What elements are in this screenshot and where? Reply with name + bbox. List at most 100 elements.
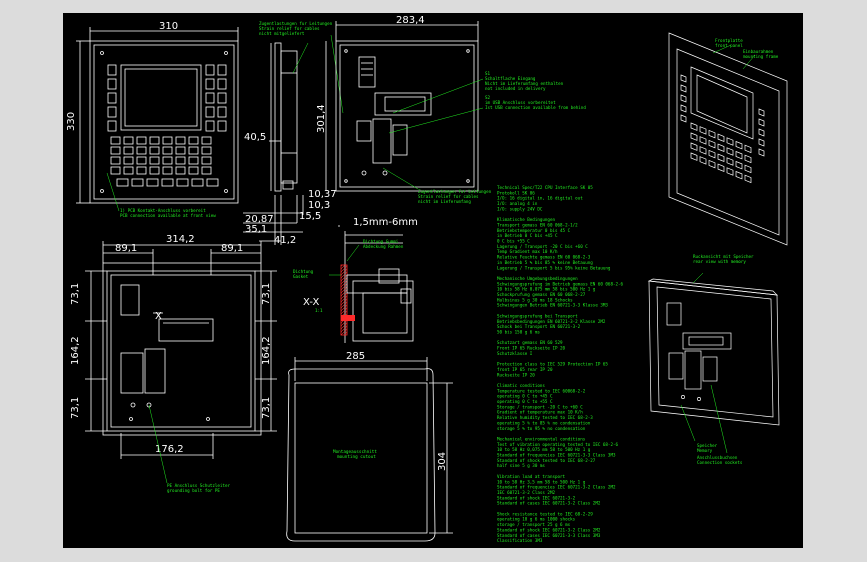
side-note: Zugentlastungen fur Leitungen Strain rel… [259, 21, 344, 114]
function-key [191, 178, 204, 187]
front-note-line-1: 1) PCB Kontakt-Anschluss vorbereit [120, 208, 206, 213]
side-view [243, 42, 304, 245]
keypad-key [188, 146, 199, 155]
spec-line: Protection class to IEC 529 Protection I… [497, 362, 608, 367]
iso-key [717, 143, 725, 153]
iso-top-line-1: Frontplatte [715, 38, 743, 43]
iso-key [699, 136, 707, 145]
iso-side-key [680, 84, 687, 93]
back-note-line-3: Nicht im Lieferumfang enthalten [485, 81, 564, 86]
dim-panel-height: 301,4 [316, 104, 327, 133]
function-key [206, 178, 219, 187]
back-note-bottom: Zugentlastungen fur Leitungen Strain rel… [382, 167, 492, 204]
spec-line: Ruckseite IP 20 [497, 372, 535, 377]
keypad-key [201, 156, 212, 165]
front-note: 1) PCB Kontakt-Anschluss vorbereit PCB c… [106, 172, 216, 218]
section-view [338, 225, 414, 343]
spec-line: I/O: 16 digital in, 16 digital out [497, 196, 583, 201]
iso-key [717, 133, 725, 143]
front-keypad [110, 136, 219, 187]
keypad-key [201, 166, 212, 175]
keypad-key [201, 146, 212, 155]
spec-line: operating 5 % to 85 % no condensation [497, 420, 591, 425]
side-note-line-2: Strain relief for cables [259, 26, 320, 31]
dim-cut-r-1642: 164,2 [261, 336, 272, 365]
keypad-key [162, 166, 173, 175]
iso-key [735, 150, 743, 160]
keypad-key [110, 146, 121, 155]
keypad-key [175, 166, 186, 175]
spec-line: Gradient of temperature max 10 K/h [497, 410, 583, 415]
iso-key [690, 132, 698, 141]
dim-cut-right: 89,1 [221, 243, 243, 254]
spec-line: Standard of frequencies IEC 60721-3-2 Cl… [497, 485, 616, 490]
spec-line: operating 0 C to +45 C [497, 394, 553, 399]
function-key [116, 178, 129, 187]
iso-key [735, 140, 743, 150]
spec-line: Storage / transport -20 C to +60 C [497, 404, 583, 409]
iso-key [708, 129, 716, 139]
spec-line: Vibration load at transport [497, 474, 566, 479]
back-note-bottom-line-1: Zugentlastungen fur Leitungen [418, 189, 492, 194]
cut-note: PE Anschluss Schutzleiter grounding bolt… [148, 404, 231, 493]
back-view [325, 21, 479, 192]
dim-front-width: 310 [159, 21, 178, 32]
spec-line: Mechanical environmental conditions [497, 436, 586, 441]
spec-line: 10 bis 58 Hz 0,075 mm 58 bis 500 Hz 1 g [497, 287, 596, 292]
iso-back-bot-line-4: Connection sockets [697, 460, 743, 465]
back-note-bottom-line-3: nicht im Lieferumfang [418, 199, 471, 204]
spec-line: Schockprufung gemass EN 60 068-2-27 [497, 292, 586, 297]
spec-line: front IP 65 rear IP 20 [497, 367, 553, 372]
iso-side-key [758, 138, 765, 147]
dim-thickness: 1,5mm-6mm [353, 217, 418, 228]
iso-top-line-4: mounting frame [743, 54, 779, 59]
function-key [146, 178, 159, 187]
back-note-bottom-line-2: Strain relief for cables [418, 194, 479, 199]
keypad-key [136, 166, 147, 175]
iso-key [717, 163, 725, 173]
dim-412: 41,2 [274, 235, 296, 246]
spec-line: Transport gemass EN 60 068-2-1/2 [497, 222, 578, 227]
spec-line: Relative humidity tested to IEC 68-2-3 [497, 415, 593, 420]
section-note-line-2: Abdeckung Rahmen [363, 244, 404, 249]
spec-line: in Betrieb 0 C bis +45 C [497, 233, 558, 238]
back-note-line-7: Ist USB connection available from behind [485, 105, 586, 110]
keypad-key [188, 156, 199, 165]
keypad-key [123, 166, 134, 175]
iso-back-top-line-2: rear view with memory [693, 259, 746, 264]
keypad-key [123, 146, 134, 155]
section-left-line-1: Dichtung [293, 269, 314, 274]
iso-key [690, 152, 698, 161]
dim-side-depth: 40,5 [244, 132, 266, 143]
front-note-line-2: PCB connection available at front view [120, 213, 216, 218]
iso-back-bot-line-3: Anschlussbuchsen [697, 455, 738, 460]
keypad-key [149, 146, 160, 155]
keypad-key [175, 136, 186, 145]
iso-back-notes: Ruckansicht mit Speicher rear view with … [680, 254, 754, 465]
cad-drawing: 310 330 1) PCB Kontakt-Anschluss vorbere… [66, 15, 788, 543]
keypad-key [149, 156, 160, 165]
front-left-keys [107, 64, 117, 132]
iso-key [699, 146, 707, 155]
spec-line: Schwingungsprufung im Betrieb gemass EN … [497, 281, 624, 286]
function-key [176, 178, 189, 187]
spec-line: operating 10 g 6 ms 1000 shocks [497, 517, 576, 522]
iso-key [717, 153, 725, 163]
iso-side-key [758, 128, 765, 137]
iso-top-line-2: front panel [715, 43, 743, 48]
iso-key [744, 174, 752, 184]
keypad-key [162, 136, 173, 145]
spec-line: Standard of shock IEC 60721-3-2 [497, 495, 576, 500]
dim-cut-731-top: 73,1 [70, 283, 81, 305]
iso-key [744, 154, 752, 164]
iso-side-key [680, 114, 687, 123]
dim-2087: 20,87 [245, 214, 274, 225]
cutout-label-line-1: Montageausschnitt [333, 449, 377, 455]
iso-key [690, 122, 698, 131]
spec-line: Technical Spec/T22 CPU Interface SK 05 [497, 185, 593, 190]
iso-side-key [758, 108, 765, 117]
iso-side-key [680, 94, 687, 103]
keypad-key [175, 146, 186, 155]
back-note-top: S1 Schaltflache Eingang Nicht im Lieferu… [388, 71, 586, 134]
iso-key [726, 157, 734, 166]
